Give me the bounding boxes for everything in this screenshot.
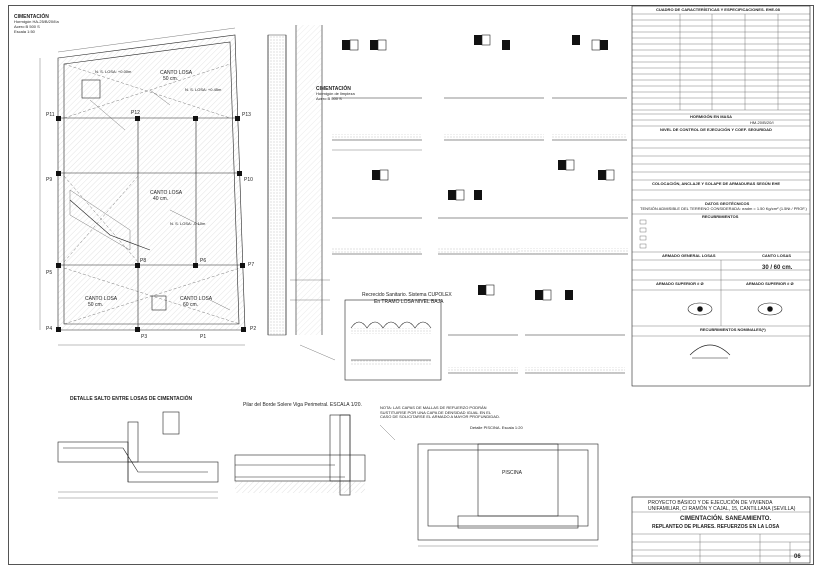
cupolex-title: Recrecido Sanitario. Sistema CUPOLEX — [362, 292, 452, 298]
slab-value-4: 60 cm. — [183, 302, 199, 308]
plan-left-subtitle-3: Escala 1:50 — [14, 29, 35, 34]
pillar-p13: P13 — [242, 112, 251, 118]
tb-sheet-number: 06 — [794, 554, 801, 560]
spec-recub-nominal: RECUBRIMIENTOS NOMINALES(*) — [700, 327, 766, 332]
plan-mid-subtitle-1: Hormigón de limpieza — [316, 91, 355, 96]
plan-mid-title: CIMENTACIÓN — [316, 86, 351, 92]
plan-left-subtitle-1: Hormigón HA-25/B/20/IIa — [14, 19, 59, 24]
cota-3: N. S. LOSA: -0.10m — [170, 221, 206, 226]
pillar-p2: P2 — [250, 326, 257, 332]
slab-value-2: 40 cm. — [153, 196, 169, 202]
cota-2: N. S. LOSA: +0.45m — [185, 87, 222, 92]
spec-canto-losas: CANTO LOSAS — [762, 253, 792, 258]
pillar-p6: P6 — [200, 258, 207, 264]
pillar-p5: P5 — [46, 270, 53, 276]
spec-armado-superior: ARMADO SUPERIOR # Ø — [656, 281, 704, 286]
cota-1: N. S. LOSA: +0.00m — [95, 69, 132, 74]
slab-label-3: CANTO LOSA — [85, 296, 118, 302]
slab-label-4: CANTO LOSA — [180, 296, 213, 302]
spec-h-masa: HORMIGÓN EN MASA — [690, 114, 732, 119]
spec-recubrimientos: RECUBRIMIENTOS — [702, 214, 739, 219]
pillar-p9: P9 — [46, 177, 53, 183]
foundation-plan-middle — [290, 25, 330, 335]
plan-left-subtitle-2: Acero B 500 S — [14, 24, 40, 29]
beam-section-details — [332, 34, 628, 381]
cupolex-subtitle: En TRAMO LOSA NIVEL BAJA — [374, 299, 444, 305]
spec-control: NIVEL DE CONTROL DE EJECUCIÓN Y COEF. SE… — [660, 127, 772, 132]
title-block-frame — [631, 496, 811, 564]
general-note: NOTA: LAS CAPAS DE MALLAS DE REFUERZO PO… — [380, 405, 500, 419]
slab-label-1: CANTO LOSA — [160, 70, 193, 76]
pillar-p12: P12 — [131, 110, 140, 116]
pillar-p1: P1 — [200, 334, 207, 340]
pillar-p11: P11 — [46, 112, 55, 118]
foundation-plan-left — [39, 27, 287, 346]
spec-table-frame — [631, 5, 811, 387]
tb-plan-line-2: REPLANTEO DE PILARES. REFUERZOS EN LA LO… — [652, 524, 780, 530]
spec-tension: TENSIÓN ADMISIBLE DEL TERRENO CONSIDERAD… — [640, 206, 807, 211]
spec-armado-inferior: ARMADO SUPERIOR # Ø — [746, 281, 794, 286]
plan-left-title: CIMENTACIÓN — [14, 14, 49, 20]
tb-address: UNIFAMILIAR, C/ RAMÓN Y CAJAL, 15, CANTI… — [648, 506, 796, 512]
pillar-p4: P4 — [46, 326, 53, 332]
pool-label: PISCINA — [502, 470, 523, 476]
spec-canto-value: 30 / 60 cm. — [762, 265, 793, 271]
spec-title: CUADRO DE CARACTERÍSTICAS Y ESPECIFICACI… — [656, 7, 780, 12]
pillar-p3: P3 — [141, 334, 148, 340]
tb-plan-line-1: CIMENTACIÓN. SANEAMIENTO. — [680, 516, 772, 522]
pool-detail-label: Detalle PISCINA. Escala 1:20 — [470, 425, 523, 430]
spec-armado-general: ARMADO GENERAL LOSAS — [662, 253, 716, 258]
bottom-details — [57, 411, 599, 547]
slab-label-2: CANTO LOSA — [150, 190, 183, 196]
edge-detail-title: Pilar del Borde Solere Viga Perimetral. … — [243, 402, 362, 408]
annotation-leaders — [89, 89, 396, 441]
pillar-p7: P7 — [248, 262, 255, 268]
slab-value-3: 50 cm. — [88, 302, 104, 308]
spec-anclaje: COLOCACIÓN, ANCLAJE Y SOLAPE DE ARMADURA… — [652, 181, 781, 186]
step-detail-title: DETALLE SALTO ENTRE LOSAS DE CIMENTACIÓN — [70, 396, 193, 402]
spec-h-masa-value: HM-20/B/20/I — [750, 120, 774, 125]
plan-mid-subtitle-2: Acero B 500 S — [316, 96, 342, 101]
drawing-sheet — [8, 5, 814, 565]
slab-value-1: 50 cm. — [163, 76, 179, 82]
tb-project: PROYECTO BÁSICO Y DE EJECUCIÓN DE VIVIEN… — [648, 500, 773, 506]
spec-geotec: DATOS GEOTÉCNICOS — [705, 201, 750, 206]
pillar-p10: P10 — [244, 177, 253, 183]
pillar-p8: P8 — [140, 258, 147, 264]
